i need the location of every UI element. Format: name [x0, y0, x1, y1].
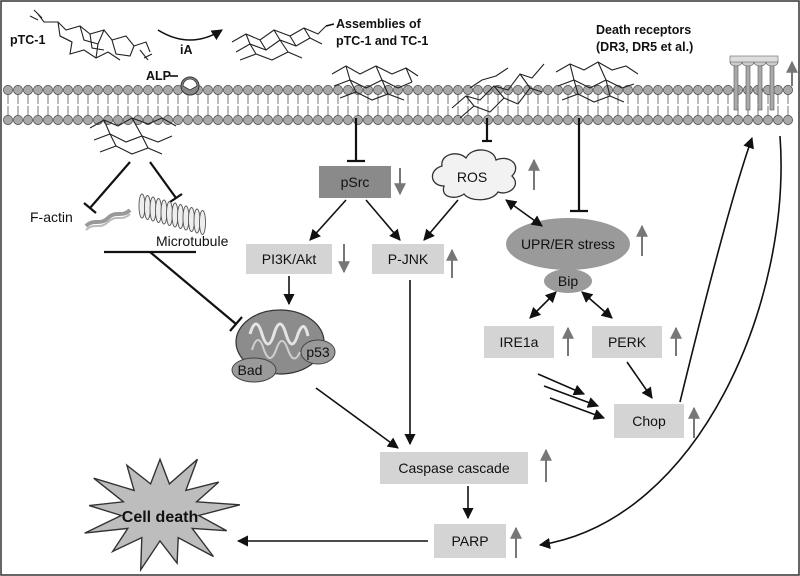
inhibit-factin-line — [89, 161, 131, 209]
ros-cloud — [431, 149, 517, 201]
upr-label: UPR/ER stress — [521, 236, 615, 252]
death-receptor-icons — [729, 55, 779, 111]
death-receptors-to-parp-arrow — [538, 135, 782, 549]
ptc1-molecule — [29, 9, 153, 61]
ire1a-to-chop-arrow-2 — [543, 385, 600, 408]
alp-enzyme-icon — [180, 76, 200, 96]
perk-label: PERK — [608, 334, 647, 350]
psrc-box — [319, 166, 391, 198]
death-receptors-label-line1: Death receptors — [596, 23, 691, 37]
cell-death-burst-icon — [84, 457, 241, 573]
microtubule-icon — [138, 193, 206, 235]
alp-label: ALP — [146, 69, 171, 83]
factin-label: F-actin — [30, 209, 73, 225]
ia-label: iA — [180, 43, 193, 57]
membrane-assembly-2 — [451, 63, 545, 119]
inhibit-microtubule-bar — [169, 193, 183, 203]
bip-ellipse — [544, 269, 592, 293]
death-receptors-label-line2: (DR3, DR5 et al.) — [596, 40, 693, 54]
bad-label: Bad — [238, 362, 263, 378]
perk-to-chop-arrow — [626, 361, 653, 399]
psrc-to-pi3k-arrow — [309, 199, 347, 241]
assemblies-label-line2: pTC-1 and TC-1 — [336, 34, 428, 48]
assemblies-connector — [325, 23, 335, 27]
p53-ellipse — [300, 339, 336, 365]
membrane-assembly-left — [89, 117, 177, 155]
p53-label: p53 — [306, 344, 330, 360]
inhibit-factin-bar — [83, 202, 97, 214]
membrane-assembly-3 — [555, 61, 639, 103]
ire1a-to-chop-arrow-1 — [537, 373, 586, 396]
parp-box — [434, 524, 506, 558]
microtubule-label: Microtubule — [156, 233, 229, 249]
ros-label: ROS — [457, 169, 487, 185]
inhibit-mito-bar — [229, 316, 243, 332]
inhibit-mito-line — [149, 251, 237, 325]
caspase-box — [380, 452, 528, 484]
ire1a-to-chop-arrow-3 — [549, 397, 606, 420]
pi3k-box — [246, 244, 332, 274]
ire1a-box — [484, 326, 554, 358]
bip-perk-arrow — [581, 291, 613, 319]
ire1a-label: IRE1a — [500, 334, 539, 350]
perk-box — [592, 326, 662, 358]
assembly-cluster-top — [231, 25, 327, 61]
psrc-label: pSrc — [341, 174, 370, 190]
inhibit-microtubule-line — [149, 161, 177, 199]
bip-label: Bip — [558, 273, 578, 289]
upr-ellipse — [506, 218, 630, 270]
membrane-assembly-1 — [331, 65, 419, 101]
pjnk-box — [372, 244, 444, 274]
chop-box — [614, 404, 684, 438]
mito-to-caspase-arrow — [315, 387, 399, 449]
pi3k-label: PI3K/Akt — [262, 251, 317, 267]
parp-label: PARP — [451, 533, 488, 549]
factin-icon — [84, 208, 132, 231]
bip-ire1a-arrow — [529, 291, 557, 319]
ptc1-label: pTC-1 — [10, 33, 45, 47]
psrc-to-pjnk-arrow — [365, 199, 401, 241]
chop-label: Chop — [632, 413, 666, 429]
assemblies-label-line1: Assemblies of — [336, 17, 422, 31]
caspase-label: Caspase cascade — [398, 460, 510, 476]
ia-arrow — [157, 29, 223, 41]
cell-membrane — [3, 85, 793, 125]
chop-to-death-receptors-arrow — [679, 136, 754, 403]
ros-upr-arrow — [505, 199, 543, 227]
bad-ellipse — [231, 357, 277, 383]
cell-death-label: Cell death — [122, 509, 198, 526]
pjnk-label: P-JNK — [388, 251, 429, 267]
ros-to-pjnk-arrow — [423, 199, 459, 241]
